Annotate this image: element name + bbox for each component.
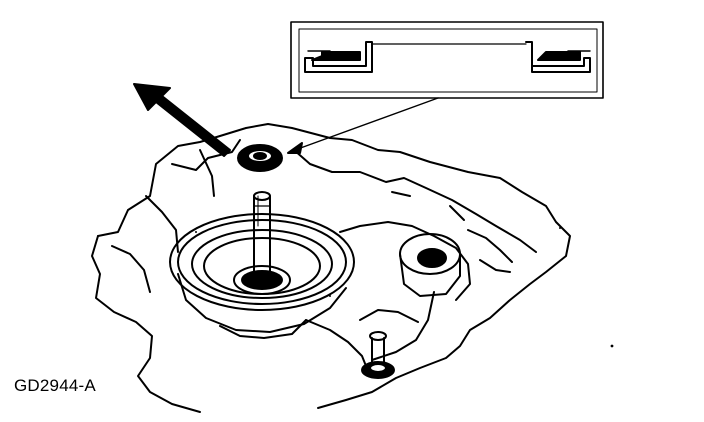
case-boss xyxy=(400,234,460,296)
bolt xyxy=(362,332,394,378)
leader-arrowhead xyxy=(288,143,302,153)
transmission-case xyxy=(92,124,570,412)
speckles xyxy=(195,227,614,348)
figure-code: GD2944-A xyxy=(14,376,96,395)
seal xyxy=(238,145,282,171)
pump-assembly xyxy=(170,214,354,332)
seal-cross-section-inset xyxy=(291,22,603,98)
leader-line xyxy=(295,98,438,150)
input-shaft xyxy=(254,192,270,282)
